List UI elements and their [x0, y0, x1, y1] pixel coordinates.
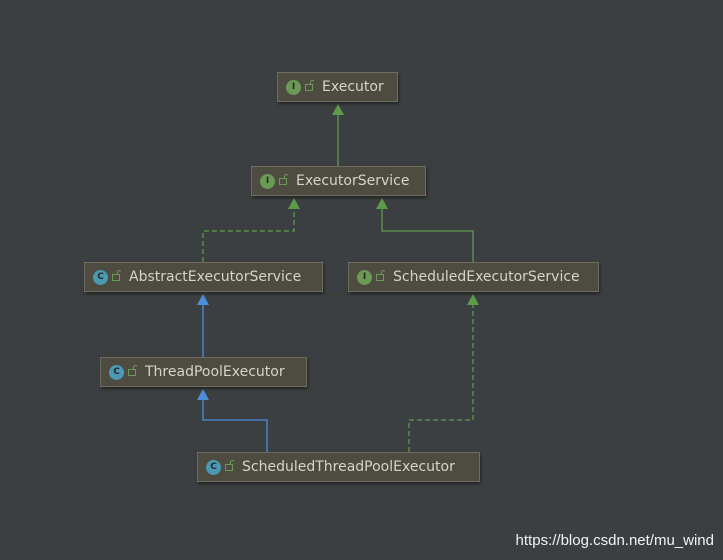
interface-icon: I: [260, 173, 275, 189]
class-icon: C: [93, 269, 108, 285]
edge-thread-pool-executor-to-abstract-executor-service: [197, 294, 209, 357]
node-executor[interactable]: I Executor: [277, 72, 398, 102]
node-abstract-executor-service[interactable]: C AbstractExecutorService: [84, 262, 323, 292]
edge-line: [408, 305, 474, 452]
inheritance-arrowhead: [197, 389, 209, 400]
interface-icon: I: [286, 79, 301, 95]
inheritance-arrowhead: [197, 294, 209, 305]
watermark-url: https://blog.csdn.net/mu_wind: [515, 532, 714, 549]
node-label: AbstractExecutorService: [129, 269, 302, 285]
class-icon: C: [109, 364, 124, 380]
node-label: Executor: [322, 79, 384, 95]
inheritance-arrowhead: [467, 294, 479, 305]
interface-icon: I: [357, 269, 372, 285]
edge-scheduled-thread-pool-executor-to-scheduled-executor-service: [408, 294, 479, 452]
unlocked-icon: [305, 79, 315, 95]
unlocked-icon: [128, 364, 138, 380]
class-icon: C: [206, 459, 221, 475]
edge-line: [202, 209, 295, 262]
node-scheduled-thread-pool-executor[interactable]: C ScheduledThreadPoolExecutor: [197, 452, 480, 482]
unlocked-icon: [279, 173, 289, 189]
unlocked-icon: [376, 269, 386, 285]
edge-scheduled-executor-service-to-executor-service: [376, 198, 474, 262]
edge-line: [202, 400, 268, 452]
unlocked-icon: [225, 459, 235, 475]
node-executor-service[interactable]: I ExecutorService: [251, 166, 426, 196]
inheritance-arrowhead: [288, 198, 300, 209]
edge-abstract-executor-service-to-executor-service: [202, 198, 300, 262]
edge-line: [381, 209, 474, 262]
node-scheduled-executor-service[interactable]: I ScheduledExecutorService: [348, 262, 599, 292]
inheritance-arrowhead: [332, 104, 344, 115]
node-label: ThreadPoolExecutor: [145, 364, 285, 380]
node-thread-pool-executor[interactable]: C ThreadPoolExecutor: [100, 357, 307, 387]
edge-executor-service-to-executor: [332, 104, 344, 166]
inheritance-arrowhead: [376, 198, 388, 209]
node-label: ScheduledThreadPoolExecutor: [242, 459, 455, 475]
edge-scheduled-thread-pool-executor-to-thread-pool-executor: [197, 389, 268, 452]
node-label: ScheduledExecutorService: [393, 269, 580, 285]
unlocked-icon: [112, 269, 122, 285]
node-label: ExecutorService: [296, 173, 410, 189]
